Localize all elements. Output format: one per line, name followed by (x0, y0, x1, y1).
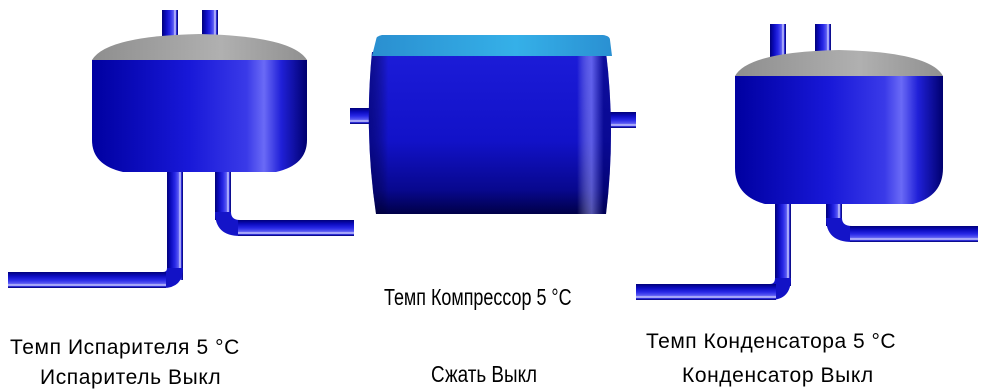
condenser-status-label: Конденсатор Выкл (682, 364, 874, 387)
condenser-outlet-pipe-left (636, 196, 791, 300)
compressor-cap (372, 35, 612, 56)
evaporator-temperature-label: Темп Испарителя 5 °C (10, 336, 240, 359)
condenser-vessel[interactable] (636, 24, 978, 300)
condenser-inlet-pipe-1 (770, 24, 786, 64)
evaporator-outlet-pipe-left (8, 150, 183, 288)
evaporator-cap (92, 34, 307, 60)
condenser-temperature-label: Темп Конденсатора 5 °C (646, 330, 897, 353)
compressor-status-label: Сжать Выкл (431, 361, 538, 387)
evaporator-body (92, 60, 307, 172)
condenser-body (735, 76, 943, 204)
compressor-temperature-label: Темп Компрессор 5 °C (384, 284, 572, 310)
compressor-vessel[interactable] (350, 35, 636, 214)
condenser-cap (735, 50, 943, 76)
evaporator-status-label: Испаритель Выкл (40, 366, 222, 389)
evaporator-vessel[interactable] (8, 10, 354, 288)
